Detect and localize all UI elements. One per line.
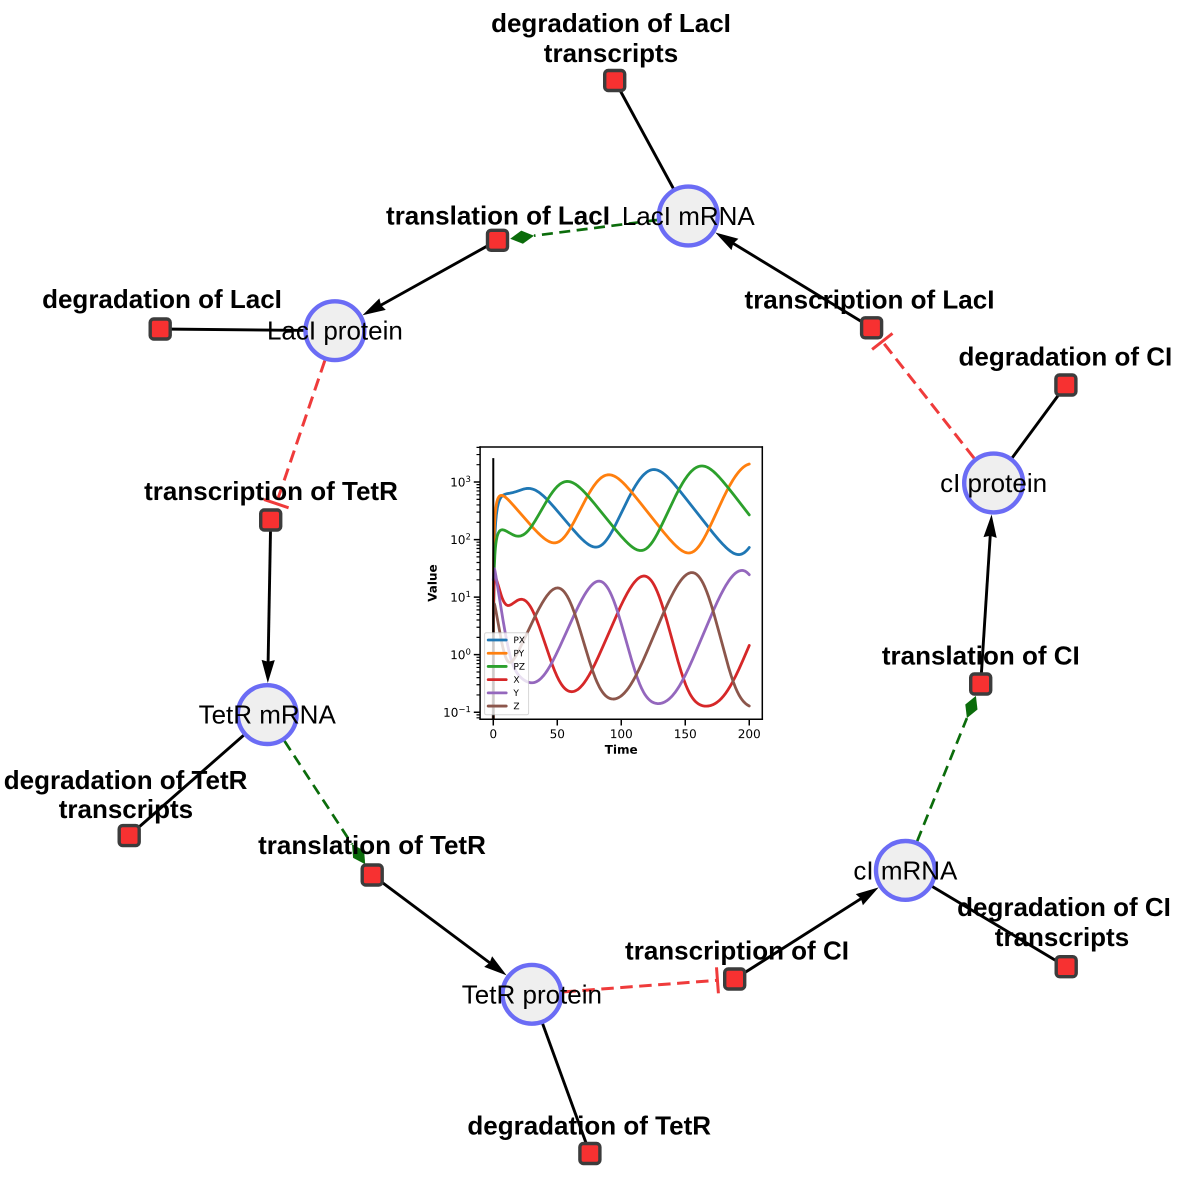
svg-text:LacI protein: LacI protein [267,316,403,346]
svg-text:translation of LacI: translation of LacI [386,201,610,231]
svg-text:transcripts: transcripts [59,794,193,824]
svg-text:TetR protein: TetR protein [462,979,602,1009]
svg-text:translation of TetR: translation of TetR [258,830,486,860]
svg-text:cI mRNA: cI mRNA [853,855,958,885]
svg-text:TetR mRNA: TetR mRNA [199,700,337,730]
svg-text:degradation of TetR: degradation of TetR [4,765,248,795]
svg-text:transcripts: transcripts [544,38,678,68]
svg-text:transcription of CI: transcription of CI [625,935,849,965]
svg-text:transcription of LacI: transcription of LacI [745,285,995,315]
svg-text:transcription of TetR: transcription of TetR [144,476,398,506]
svg-text:degradation of CI: degradation of CI [959,342,1173,372]
svg-text:translation of CI: translation of CI [882,641,1080,671]
svg-text:degradation of LacI: degradation of LacI [491,8,731,38]
svg-text:cI protein: cI protein [940,468,1047,498]
svg-text:LacI mRNA: LacI mRNA [622,201,756,231]
svg-text:degradation of CI: degradation of CI [957,892,1171,922]
svg-text:degradation of TetR: degradation of TetR [467,1111,711,1141]
svg-text:degradation of LacI: degradation of LacI [42,284,282,314]
svg-text:transcripts: transcripts [995,922,1129,952]
